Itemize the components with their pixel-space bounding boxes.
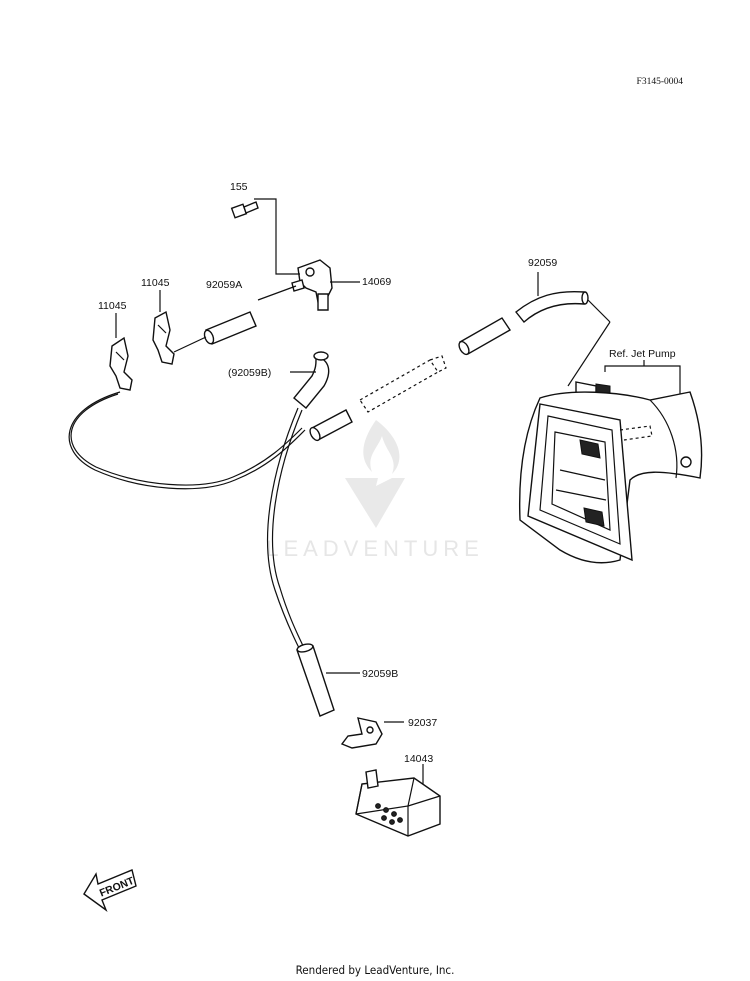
hose-92059B-elbow [293, 351, 330, 409]
clamp-92037 [340, 717, 383, 749]
label-11045-lower: 11045 [98, 300, 127, 312]
hose-to-nipple-line [587, 299, 611, 323]
leader-92059A [257, 285, 297, 301]
loop-hose [68, 391, 306, 490]
label-14069: 14069 [362, 276, 391, 288]
footer-credit: Rendered by LeadVenture, Inc. [296, 963, 455, 977]
leader-155 [254, 198, 300, 275]
diagram-id: F3145-0004 [637, 77, 684, 87]
loop-hose-inner [70, 393, 303, 486]
label-92059A: 92059A [206, 279, 242, 291]
clip-11045-upper [152, 310, 175, 365]
block-14043 [355, 769, 441, 837]
label-92059B: 92059B [362, 668, 398, 680]
hose-92059 [515, 290, 589, 324]
hose-link-line [173, 336, 207, 353]
front-arrow: FRONT [83, 869, 137, 912]
label-92059: 92059 [528, 257, 557, 269]
label-14043: 14043 [404, 753, 433, 765]
jet-pump [518, 391, 703, 564]
clip-11045-lower [109, 336, 133, 391]
watermark-logo: LEADVENTURE [266, 420, 484, 561]
bolt-155 [230, 201, 259, 219]
label-92059B-paren: (92059B) [228, 367, 271, 379]
label-155: 155 [230, 181, 248, 193]
hose-mid-left [309, 409, 353, 442]
hose-mid-right [458, 317, 511, 356]
fitting-14069 [291, 259, 333, 311]
dotted-pipe [359, 355, 447, 413]
label-ref-jet-pump: Ref. Jet Pump [609, 348, 676, 360]
watermark-text: LEADVENTURE [266, 536, 484, 561]
hose-to-nipple-line-2 [567, 321, 611, 387]
label-11045-upper: 11045 [141, 277, 170, 289]
hose-92059B-lower [296, 643, 335, 717]
ref-bracket [604, 365, 681, 400]
long-hose-left [266, 407, 301, 651]
hose-92059A [203, 311, 257, 345]
long-hose-right [271, 409, 305, 649]
label-92037: 92037 [408, 717, 437, 729]
